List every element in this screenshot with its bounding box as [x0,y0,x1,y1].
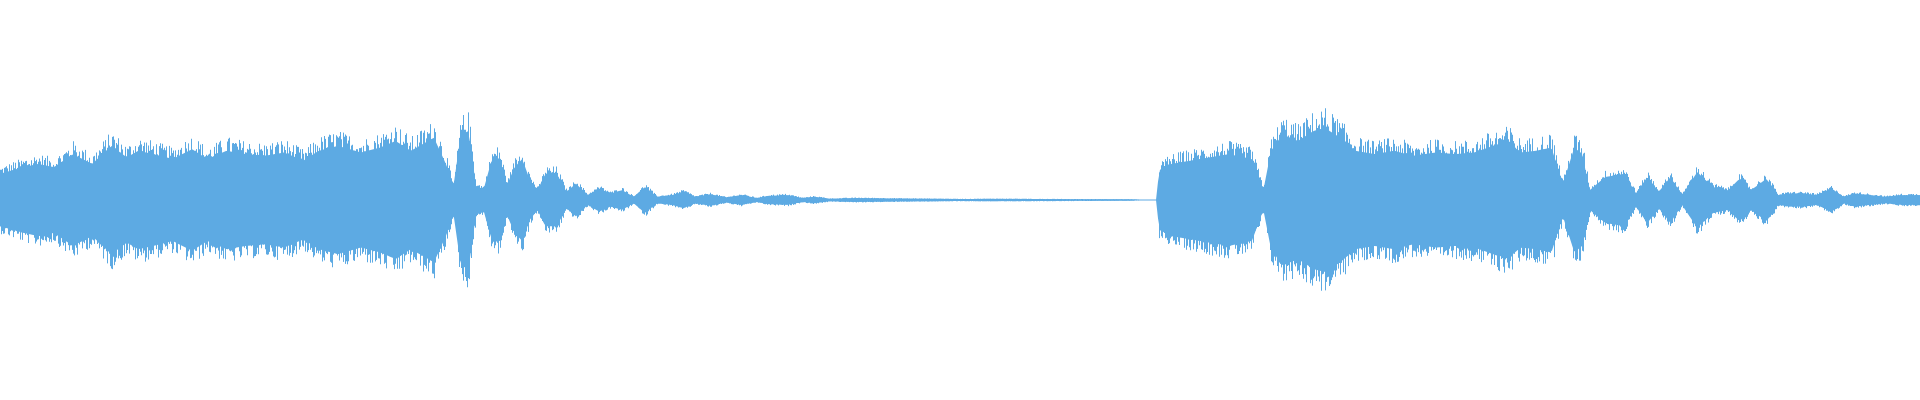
waveform-peaks [0,108,1920,291]
waveform-trace [0,108,1920,291]
